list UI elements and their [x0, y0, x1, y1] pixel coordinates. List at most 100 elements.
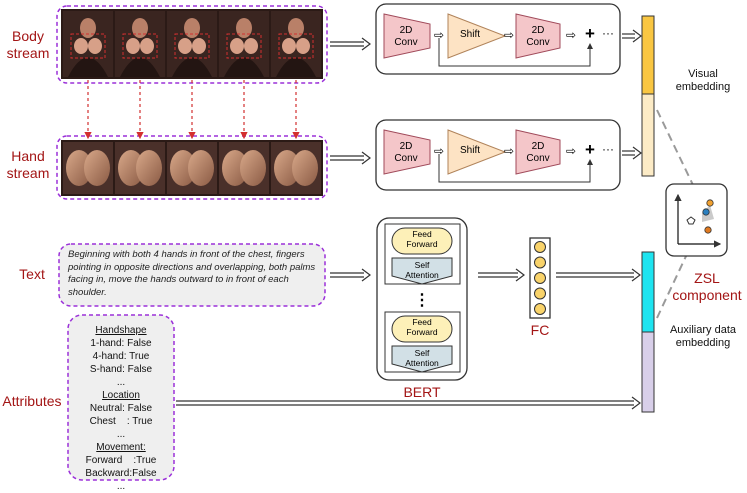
arrow-head [632, 146, 642, 160]
hand-stream-label-line2: stream [6, 165, 50, 181]
head-shape [184, 18, 200, 38]
hand-crop-box [278, 33, 314, 59]
hand-closeup-left [66, 150, 92, 186]
conv-block-2 [515, 129, 561, 175]
zsl-component [665, 183, 728, 257]
text-to-bert-arrow [330, 268, 371, 282]
small-arrow: ⇨ [565, 28, 577, 42]
visual-embedding-label-line2: embedding [675, 81, 731, 93]
conv-1-label-line: Conv [394, 37, 418, 48]
shift-label: Shift [459, 29, 480, 40]
hand-stream-border [56, 135, 328, 200]
attributes-box [67, 314, 175, 481]
hand-closeup-right [188, 150, 214, 186]
attribute-value: Neutral: False [89, 403, 153, 414]
attribute-value: ... [116, 481, 126, 492]
auxiliary-embedding-bar [641, 251, 655, 413]
body-stream-frames [56, 5, 328, 84]
visual-embedding-body-part [641, 15, 655, 95]
feed-forward-label-1: Feed Forward [392, 229, 452, 249]
text-description: Beginning with both 4 hands in front of … [68, 249, 316, 298]
torso-shape [172, 57, 212, 77]
hand-shape-left [74, 38, 88, 54]
self-attention-label-2: Self Attention [392, 348, 452, 368]
self-attention-block-1 [391, 257, 453, 285]
attribute-value: Chest : True [89, 416, 153, 427]
small-arrow: ⇨ [433, 28, 445, 42]
attributes-to-aux-embedding-arrow [176, 396, 641, 410]
fc-layer [529, 237, 551, 319]
hand-stream-frames [56, 135, 328, 200]
shift-block [447, 13, 507, 59]
zsl-pentagon-point [686, 216, 696, 225]
zsl-point-orange-top [706, 199, 714, 207]
shift-label: Shift [459, 145, 480, 156]
residual-connection [438, 38, 593, 67]
residual-add-icon: + [585, 140, 595, 159]
fc-node [534, 303, 546, 315]
visual-embedding-label: Visual embedding [660, 68, 746, 94]
hand-shape-right [244, 38, 258, 54]
fc-to-aux-embedding-arrow [556, 268, 641, 282]
torso-shape [120, 57, 160, 77]
flow-arrows [176, 29, 642, 410]
arrow-head [361, 151, 371, 165]
attribute-heading: Movement: [96, 442, 146, 453]
attribute-heading: Location [102, 390, 140, 401]
hand-closeup-right [292, 150, 318, 186]
self-attention-label-1: Self Attention [392, 260, 452, 280]
body-pipeline-to-embedding-arrow [622, 29, 642, 43]
hand-crop-box [174, 33, 210, 59]
hand-stream-label: Hand stream [6, 148, 50, 182]
hand-shape-right [192, 38, 206, 54]
bert-label: BERT [403, 384, 441, 400]
feed-forward-label-2-line2: Forward [406, 327, 438, 337]
head-shape [236, 18, 252, 38]
hand-frame [219, 142, 269, 194]
attribute-value: 1-hand: False [90, 338, 152, 349]
fc-label: FC [530, 322, 550, 338]
hand-to-pipeline-arrow [330, 151, 371, 165]
small-arrow: ⇨ [503, 28, 515, 42]
hand-shape-right [296, 38, 310, 54]
attributes-label: Attributes [2, 393, 62, 409]
zsl-label-line2: component [672, 287, 742, 303]
head-shape [80, 18, 96, 38]
arrow-head [631, 396, 641, 410]
visual-embedding-label-line1: Visual [688, 68, 718, 80]
attribute-value: Forward :True [85, 455, 157, 466]
conv-1-label-line: 2D [399, 141, 413, 152]
self-attention-label-2-line2: Attention [405, 358, 439, 368]
body-to-pipeline-arrow [330, 37, 371, 51]
zsl-point-blue [702, 208, 710, 216]
feed-forward-block-2 [391, 315, 453, 343]
hand-shape-left [126, 38, 140, 54]
head-shape [288, 18, 304, 38]
hand-closeup-right [136, 150, 162, 186]
body-stream-label-line2: stream [6, 45, 50, 61]
attribute-value: 4-hand: True [92, 351, 150, 362]
hand-frame [271, 142, 321, 194]
feed-forward-label-1-line2: Forward [406, 239, 438, 249]
hand-closeup-right [240, 150, 266, 186]
hand-crop-box [226, 33, 262, 59]
feed-forward-label-1-line1: Feed [412, 229, 432, 239]
conv-block-1 [383, 13, 431, 59]
arrow-head [361, 37, 371, 51]
conv-2-label-line: 2D [531, 25, 545, 36]
aux-to-zsl-line [656, 221, 703, 319]
self-attention-label-1-line2: Attention [405, 270, 439, 280]
arrow-head [515, 268, 525, 282]
small-arrow: ⇨ [565, 144, 577, 158]
aux-embedding-text-part [641, 251, 655, 333]
zsl-label: ZSL component [668, 270, 746, 304]
conv-1-label-line: 2D [399, 25, 413, 36]
hand-frame [115, 142, 165, 194]
auxiliary-embedding-label: Auxiliary data embedding [660, 324, 746, 350]
zsl-point-orange-bottom [704, 226, 712, 234]
self-attention-label-1-line1: Self [414, 260, 430, 270]
